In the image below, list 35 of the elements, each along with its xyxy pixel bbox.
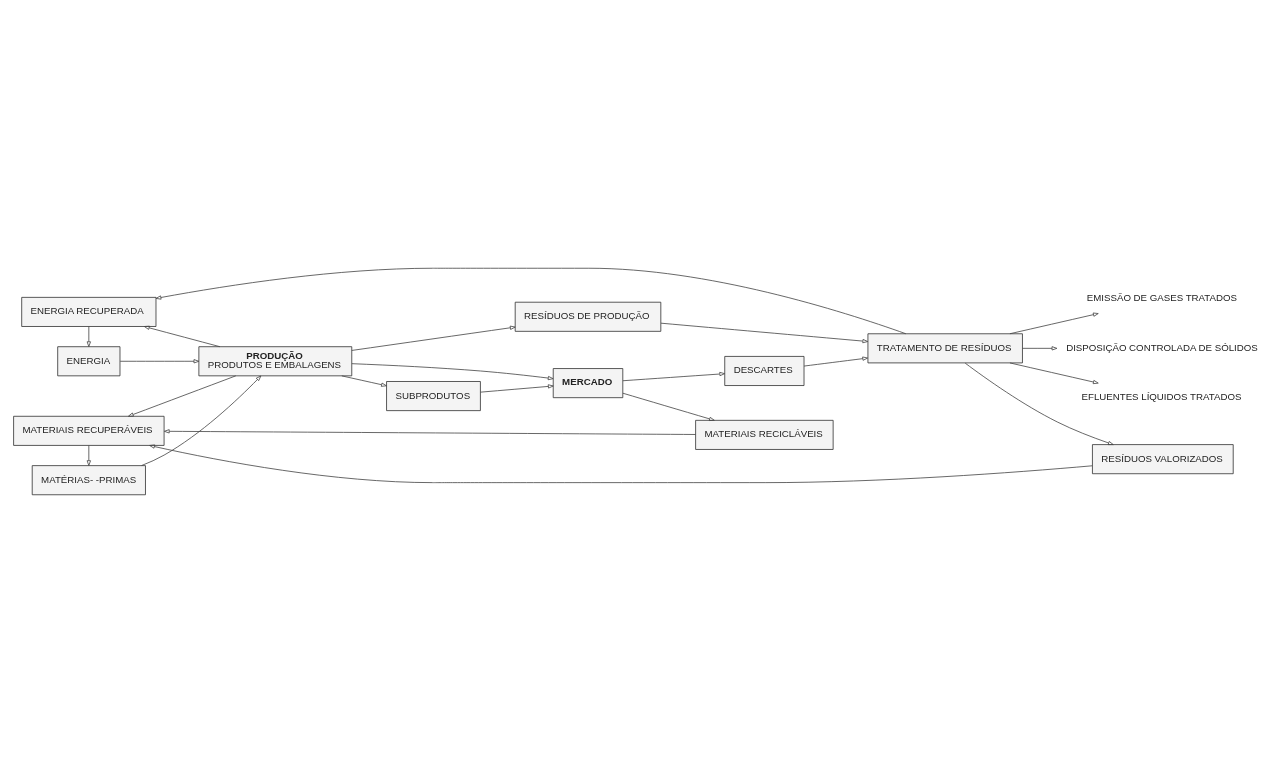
node-box: RESÍDUOS VALORIZADOS	[1092, 444, 1234, 475]
node-box: MATÉRIAS- -PRIMAS	[31, 465, 146, 496]
arrow	[143, 325, 221, 348]
node-box: TRATAMENTO DE RESÍDUOS	[867, 333, 1023, 364]
arrow	[803, 356, 869, 367]
arrow	[622, 392, 715, 421]
node-box: PRODUÇÃO PRODUTOS E EMBALAGENS	[198, 346, 353, 377]
arrow	[1009, 312, 1099, 335]
arrow	[351, 325, 516, 351]
node-box: ENERGIA RECUPERADA	[21, 296, 157, 327]
node-text: EMISSÃO DE GASES TRATADOS	[1086, 292, 1237, 304]
arrow	[149, 444, 1093, 484]
arrow	[341, 375, 387, 387]
node-box: MATERIAIS RECUPERÁVEIS	[13, 415, 165, 446]
arrow	[119, 359, 200, 364]
node-box: RESÍDUOS DE PRODUÇÃO	[514, 301, 662, 332]
arrow	[86, 326, 91, 348]
arrow	[480, 384, 554, 393]
arrow	[128, 375, 237, 417]
node-box: SUBPRODUTOS	[386, 381, 481, 412]
arrow	[351, 363, 554, 381]
arrow	[622, 371, 726, 382]
arrow	[964, 362, 1114, 446]
node-box: ENERGIA	[57, 346, 121, 377]
node-text: EFLUENTES LÍQUIDOS TRATADOS	[1081, 391, 1242, 403]
arrow	[86, 445, 91, 466]
node-text: DISPOSIÇÃO CONTROLADA DE SÓLIDOS	[1066, 341, 1258, 353]
arrow	[141, 375, 262, 466]
arrow	[163, 429, 696, 435]
node-box: DESCARTES	[724, 356, 805, 386]
arrow	[1009, 362, 1099, 385]
arrow	[1022, 346, 1058, 351]
node-box: MATERIAIS RECICLÁVEIS	[695, 419, 834, 450]
node-box: MERCADO	[552, 368, 624, 399]
arrow	[660, 322, 869, 344]
